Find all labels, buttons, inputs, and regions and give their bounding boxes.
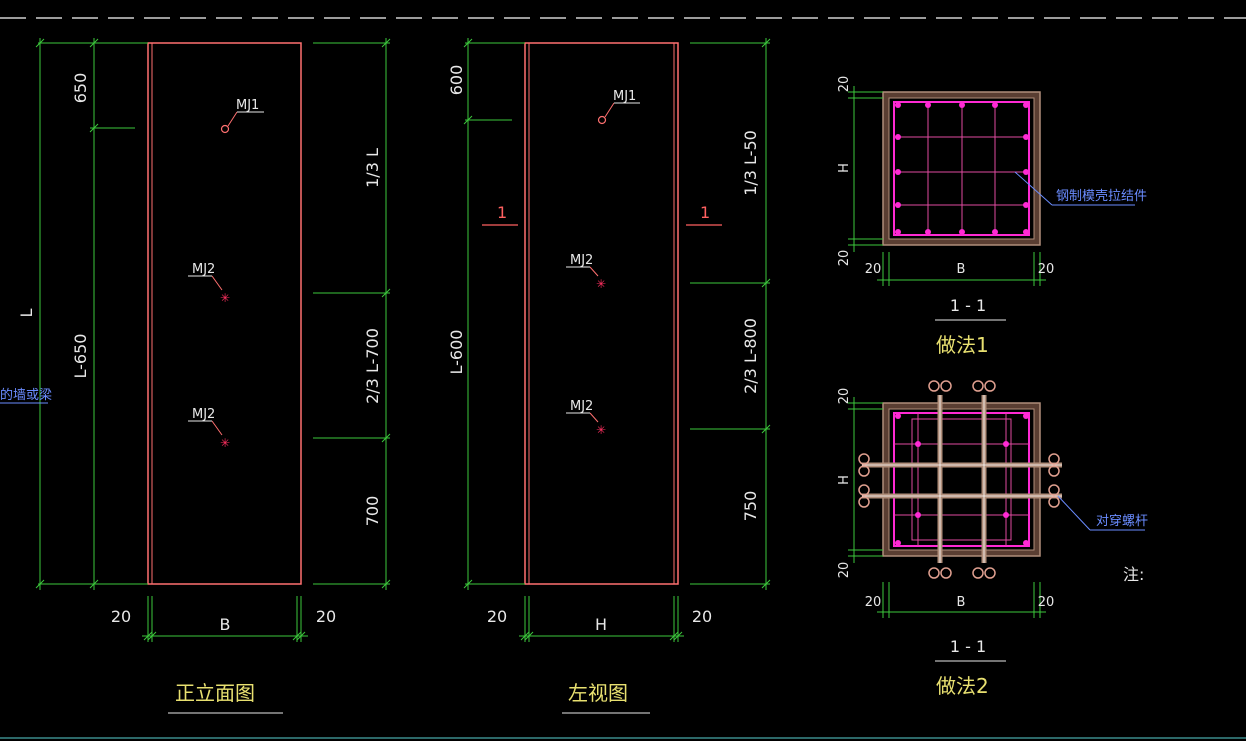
side-dim-right-top: 1/3 L-50 [741,130,760,196]
s2-dims [848,397,1046,618]
s1-ties [894,102,1029,235]
front-dim-right-mid: 2/3 L-700 [363,328,382,404]
front-mj2a-leader [211,275,223,291]
side-right-dims [690,38,771,590]
s2-bolt-cores [862,395,1062,563]
front-mj2b-leader [211,420,223,436]
s1-dim-top: 20 [837,76,852,93]
front-dim-bottom-right: 20 [316,607,336,626]
side-dim-left-lower: L-600 [447,330,466,375]
s1-dim-side: H [837,163,852,173]
side-dim-right-mid: 2/3 L-800 [741,318,760,394]
front-mj2a-label: MJ2 [192,262,215,277]
side-mj2a-leader [589,266,599,277]
s2-dim-b: B [957,595,966,610]
side-mj1-leader [604,102,615,118]
side-dim-right-bottom: 750 [741,491,760,522]
front-mj2b-label: MJ2 [192,407,215,422]
front-left-dims [35,38,148,590]
front-mj2a-marker: ✳ [220,291,230,305]
s1-callout: 钢制模壳拉结件 [1056,189,1147,204]
side-dim-bottom-left: 20 [487,607,507,626]
side-mj2b-label: MJ2 [570,399,593,414]
s2-dim-side: H [837,475,852,485]
front-right-dims [313,38,391,590]
s1-method-label: 做法1 [936,333,989,357]
side-column-outline [524,42,679,585]
side-mj2b-leader [589,412,599,423]
front-view-title: 正立面图 [175,681,255,705]
s2-concrete [888,408,1035,551]
side-section-mark-right: 1 [700,203,710,222]
s1-callout-leader [1014,171,1053,206]
s2-method-label: 做法2 [936,674,989,698]
side-dim-bottom-center: H [595,615,607,634]
s2-dim-bottom: 20 [837,562,852,579]
side-mj1-marker [597,115,607,125]
front-bottom-dims [142,596,308,642]
s1-section-label: 1 - 1 [950,296,986,315]
side-bottom-dims [519,596,684,642]
front-dim-overall: L [17,308,36,317]
front-dim-right-bottom: 700 [363,496,382,527]
front-view: 的墙或梁 MJ1 ✳ MJ2 ✳ MJ2 650 L-650 L 1/3 L 2… [0,38,391,714]
front-dim-top: 650 [71,73,90,104]
front-dim-left-lower: L-650 [71,334,90,379]
s1-rebars [895,102,1029,235]
front-dim-right-top: 1/3 L [363,148,382,188]
side-view-title: 左视图 [568,681,628,705]
s2-dim-top: 20 [837,388,852,405]
s1-dim-b: B [957,262,966,277]
s2-section-label: 1 - 1 [950,637,986,656]
s2-bolt-heads [858,380,1060,579]
front-mj1-label: MJ1 [236,98,259,113]
section-method-1: 20 H 20 20 B 20 钢制模壳拉结件 1 - 1 做法1 [837,76,1147,357]
side-dim-bottom-right: 20 [692,607,712,626]
front-mj2b-marker: ✳ [220,436,230,450]
side-mj2a-label: MJ2 [570,253,593,268]
side-left-dims [463,38,525,590]
side-mj2b-marker: ✳ [596,423,606,437]
s2-dim-bl: 20 [865,595,882,610]
front-mj1-leader [227,111,238,127]
side-view: 1 1 MJ1 ✳ MJ2 ✳ MJ2 600 L-600 1/3 L-50 2… [447,38,771,714]
s2-rebars [895,413,1029,546]
side-mj2a-marker: ✳ [596,277,606,291]
s1-dims [848,86,1046,286]
front-dim-bottom-center: B [220,615,231,634]
s2-dim-br: 20 [1038,595,1055,610]
s2-callout-leader [1057,495,1091,531]
s2-callout: 对穿螺杆 [1096,513,1148,529]
side-mj1-label: MJ1 [613,89,636,104]
side-section-mark-left: 1 [497,203,507,222]
s2-stirrup-outer [893,412,1030,547]
side-dim-top: 600 [447,65,466,96]
front-mj1-marker [220,124,230,134]
front-column-outline [147,42,302,585]
s1-dim-bl: 20 [865,262,882,277]
s1-dim-bottom: 20 [837,250,852,267]
section-method-2: 20 H 20 20 B 20 对穿螺杆 注: 1 - 1 做法2 [837,380,1148,698]
s1-dim-br: 20 [1038,262,1055,277]
front-edge-label: 的墙或梁 [0,387,52,403]
s2-note: 注: [1123,565,1144,584]
front-dim-bottom-left: 20 [111,607,131,626]
